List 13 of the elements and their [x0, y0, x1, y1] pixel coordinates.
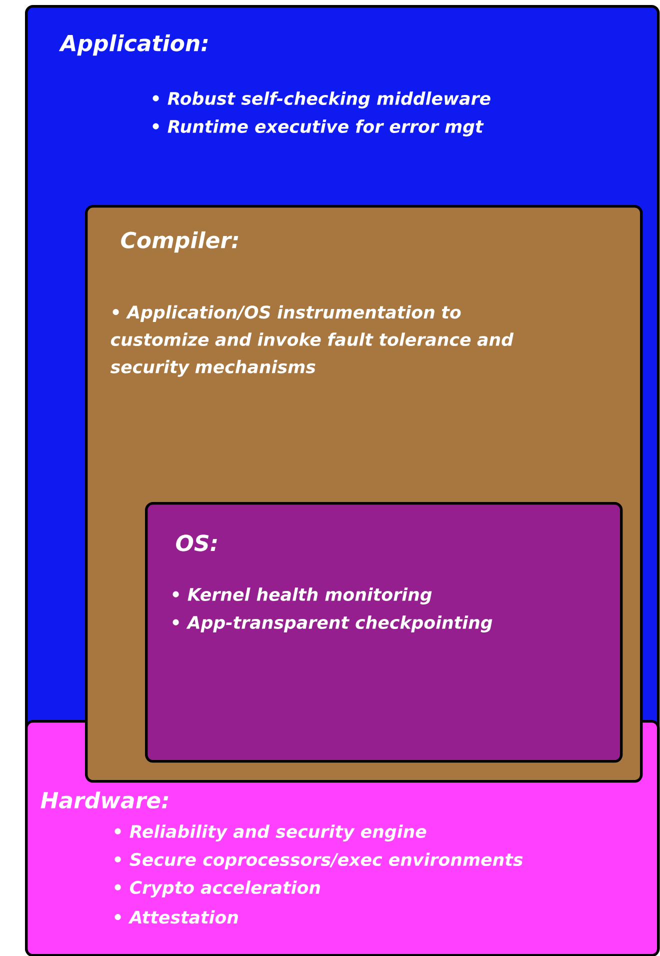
bullet-item: • Robust self-checking middleware — [152, 92, 490, 108]
bullet-item: • Kernel health monitoring — [172, 588, 432, 604]
layer-title: Compiler: — [121, 231, 238, 253]
bullet-item: • App-transparent checkpointing — [172, 616, 492, 632]
layer-title: Application: — [58, 34, 208, 56]
layer-title: Hardware: — [40, 792, 168, 809]
bullet-item: • Runtime executive for error mgt — [152, 120, 484, 136]
bullet-item: • Reliability and security engine — [114, 824, 426, 842]
layer-title: OS: — [176, 534, 217, 552]
bullet-item: • Application/OS instrumentation to customize and invoke fault tolerance and security mechanisms — [110, 305, 514, 377]
bullet-item: • Crypto acceleration — [114, 880, 320, 898]
bullet-item: • Attestation — [114, 910, 238, 924]
bullet-item: • Secure coprocessors/exec environments — [114, 852, 523, 870]
